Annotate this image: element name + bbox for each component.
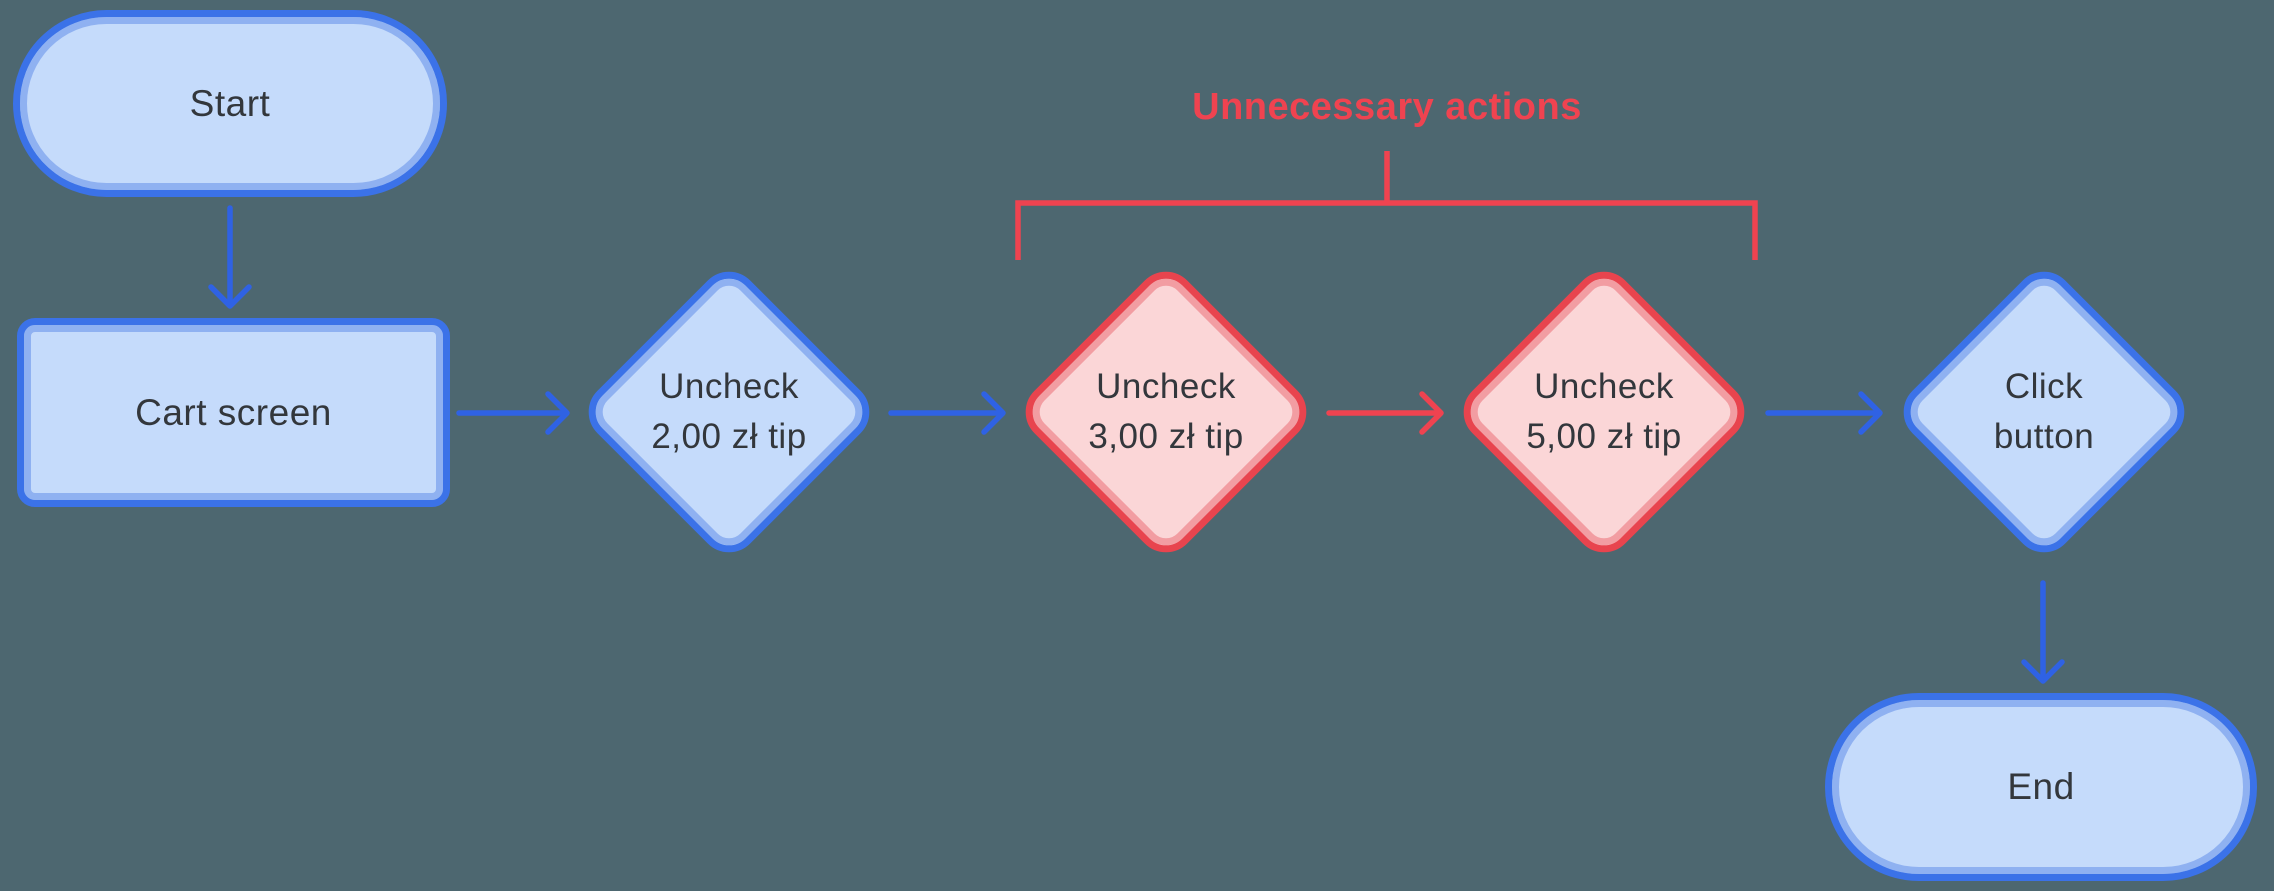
- node-end-label: End: [2007, 766, 2075, 808]
- node-cart-screen-label: Cart screen: [135, 391, 332, 433]
- node-click-button-label: Click button: [1891, 259, 2197, 565]
- label-line-2: 3,00 zł tip: [1088, 417, 1244, 456]
- node-uncheck-5-label: Uncheck 5,00 zł tip: [1451, 259, 1757, 565]
- label-line-1: Uncheck: [659, 367, 799, 406]
- arrow-uncheck2-to-uncheck3: [888, 391, 1006, 435]
- node-uncheck-3: Uncheck 3,00 zł tip: [1013, 259, 1319, 565]
- arrow-uncheck3-to-uncheck5: [1326, 391, 1444, 435]
- node-uncheck-2: Uncheck 2,00 zł tip: [576, 259, 882, 565]
- node-uncheck-5: Uncheck 5,00 zł tip: [1451, 259, 1757, 565]
- arrow-cart-to-uncheck2: [456, 391, 570, 435]
- label-line-2: 5,00 zł tip: [1526, 417, 1682, 456]
- arrow-click-to-end: [2021, 580, 2065, 684]
- label-line-2: 2,00 zł tip: [651, 417, 807, 456]
- label-line-1: Uncheck: [1096, 367, 1236, 406]
- label-line-1: Uncheck: [1534, 367, 1674, 406]
- node-uncheck-3-label: Uncheck 3,00 zł tip: [1013, 259, 1319, 565]
- label-line-1: Click: [2004, 367, 2084, 406]
- node-uncheck-2-label: Uncheck 2,00 zł tip: [576, 259, 882, 565]
- node-cart-screen: Cart screen: [17, 318, 450, 507]
- node-start-label: Start: [189, 82, 271, 124]
- node-start: Start: [13, 10, 447, 197]
- annotation-label: Unnecessary actions: [1192, 86, 1582, 128]
- node-end: End: [1825, 693, 2257, 881]
- arrow-start-to-cart: [208, 205, 252, 309]
- node-click-button: Click button: [1891, 259, 2197, 565]
- label-line-2: button: [1993, 417, 2095, 456]
- annotation-bracket: [1015, 151, 1758, 260]
- arrow-uncheck5-to-click: [1765, 391, 1883, 435]
